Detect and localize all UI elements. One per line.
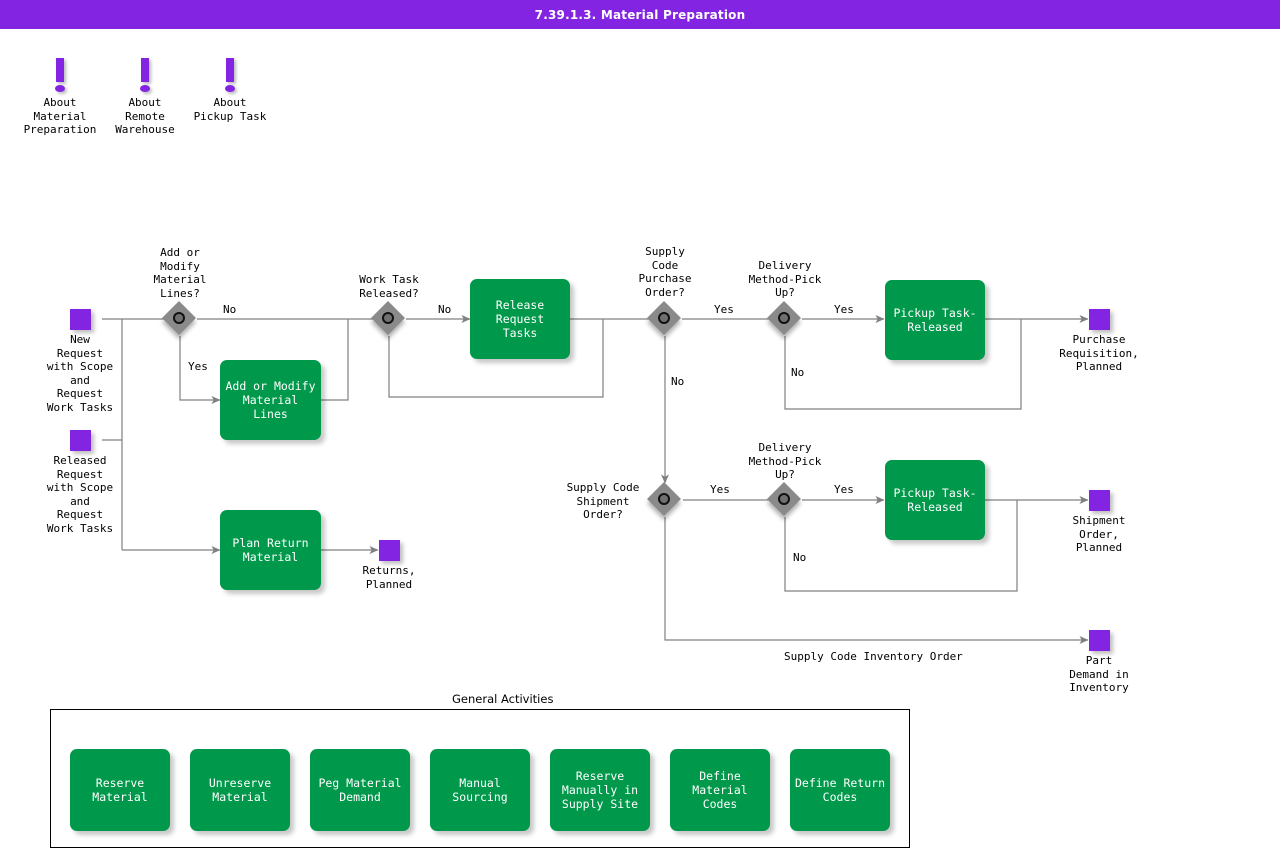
decision-label-work-task-released: Work Task Released? xyxy=(359,273,419,300)
general-activity-define-material-codes[interactable]: Define Material Codes xyxy=(670,749,770,831)
decision-work-task-released[interactable] xyxy=(371,301,406,336)
info-item-about-pickup-task[interactable]: About Pickup Task xyxy=(185,58,275,123)
general-activity-peg-material-demand[interactable]: Peg Material Demand xyxy=(310,749,410,831)
edge-label-supply-code-inventory-order: Supply Code Inventory Order xyxy=(784,650,963,663)
task-add-or-modify-material-lines[interactable]: Add or Modify Material Lines xyxy=(220,360,321,440)
window-title-bar: 7.39.1.3. Material Preparation xyxy=(0,0,1280,29)
task-plan-return-material[interactable]: Plan Return Material xyxy=(220,510,321,590)
edge-label-no-work-task: No xyxy=(438,303,452,316)
edge-label-no-delivery-top: No xyxy=(791,366,805,379)
terminal-marker-icon xyxy=(69,309,91,330)
terminal-purchase-requisition-planned[interactable]: Purchase Requisition, Planned xyxy=(1053,309,1145,374)
task-pickup-task-released-purchase[interactable]: Pickup Task- Released xyxy=(885,280,985,360)
task-pickup-task-released-shipment[interactable]: Pickup Task- Released xyxy=(885,460,985,540)
general-activity-reserve-material[interactable]: Reserve Material xyxy=(70,749,170,831)
decision-ring-icon xyxy=(778,493,790,505)
decision-ring-icon xyxy=(382,312,394,324)
page-title: 7.39.1.3. Material Preparation xyxy=(534,7,746,22)
exclamation-icon xyxy=(185,58,275,94)
exclamation-icon xyxy=(15,58,105,94)
terminal-shipment-order-planned[interactable]: Shipment Order, Planned xyxy=(1053,490,1145,555)
terminal-new-request[interactable]: New Request with Scope and Request Work … xyxy=(34,309,126,414)
terminal-marker-icon xyxy=(1088,309,1110,330)
decision-supply-code-purchase-order[interactable] xyxy=(647,301,682,336)
terminal-label: Shipment Order, Planned xyxy=(1072,514,1126,554)
edge-label-no-delivery-bottom: No xyxy=(793,551,807,564)
info-item-label: About Material Preparation xyxy=(23,96,97,136)
terminal-label: New Request with Scope and Request Work … xyxy=(46,333,114,414)
terminal-label: Returns, Planned xyxy=(362,564,416,591)
edge-label-yes-shipment-order: Yes xyxy=(710,483,730,496)
exclamation-icon xyxy=(100,58,190,94)
decision-label-delivery-method-pick-up-top: Delivery Method-Pick Up? xyxy=(748,259,822,299)
edge-label-no-add-modify: No xyxy=(223,303,237,316)
edge-label-yes-delivery-bottom: Yes xyxy=(834,483,854,496)
general-activity-unreserve-material[interactable]: Unreserve Material xyxy=(190,749,290,831)
task-release-request-tasks[interactable]: Release Request Tasks xyxy=(470,279,570,359)
info-item-label: About Pickup Task xyxy=(193,96,267,123)
edge-label-yes-delivery-top: Yes xyxy=(834,303,854,316)
terminal-label: Part Demand in Inventory xyxy=(1069,654,1129,694)
decision-add-or-modify-material-lines[interactable] xyxy=(162,301,197,336)
decision-ring-icon xyxy=(658,493,670,505)
decision-ring-icon xyxy=(173,312,185,324)
terminal-released-request[interactable]: Released Request with Scope and Request … xyxy=(34,430,126,535)
terminal-marker-icon xyxy=(1088,490,1110,511)
terminal-label: Purchase Requisition, Planned xyxy=(1059,333,1139,373)
terminal-returns-planned[interactable]: Returns, Planned xyxy=(343,540,435,591)
terminal-marker-icon xyxy=(69,430,91,451)
decision-delivery-method-pick-up-bottom[interactable] xyxy=(767,482,802,517)
decision-ring-icon xyxy=(658,312,670,324)
edge-label-yes-purchase-order: Yes xyxy=(714,303,734,316)
decision-label-add-or-modify-material-lines: Add or Modify Material Lines? xyxy=(153,246,207,300)
info-item-about-remote-warehouse[interactable]: About Remote Warehouse xyxy=(100,58,190,137)
info-item-label: About Remote Warehouse xyxy=(115,96,175,136)
decision-label-delivery-method-pick-up-bottom: Delivery Method-Pick Up? xyxy=(748,441,822,481)
general-activity-define-return-codes[interactable]: Define Return Codes xyxy=(790,749,890,831)
decision-supply-code-shipment-order[interactable] xyxy=(647,482,682,517)
info-item-about-material-preparation[interactable]: About Material Preparation xyxy=(15,58,105,137)
edge-label-no-purchase-order: No xyxy=(671,375,685,388)
general-activities-title: General Activities xyxy=(452,692,554,706)
decision-label-supply-code-shipment-order: Supply Code Shipment Order? xyxy=(566,481,640,521)
decision-ring-icon xyxy=(778,312,790,324)
edge-label-yes-add-modify: Yes xyxy=(188,360,208,373)
terminal-part-demand-in-inventory[interactable]: Part Demand in Inventory xyxy=(1053,630,1145,695)
decision-delivery-method-pick-up-top[interactable] xyxy=(767,301,802,336)
decision-label-supply-code-purchase-order: Supply Code Purchase Order? xyxy=(638,245,692,299)
general-activity-manual-sourcing[interactable]: Manual Sourcing xyxy=(430,749,530,831)
terminal-marker-icon xyxy=(1088,630,1110,651)
terminal-marker-icon xyxy=(378,540,400,561)
terminal-label: Released Request with Scope and Request … xyxy=(46,454,114,535)
general-activity-reserve-manually-in-supply-site[interactable]: Reserve Manually in Supply Site xyxy=(550,749,650,831)
